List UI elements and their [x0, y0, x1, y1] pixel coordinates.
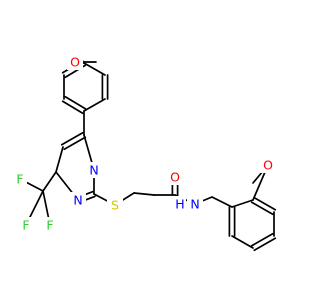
bond-b6-b1 [231, 199, 254, 208]
bond-b5-b6-0 [250, 201, 274, 216]
svg-text:N: N [190, 197, 199, 212]
bond-b3-b4-0 [250, 232, 274, 247]
svg-text:O: O [170, 170, 180, 185]
atom-O1: O [67, 54, 83, 70]
atom-F3: F [43, 217, 57, 233]
bond-a3-a4 [83, 98, 106, 112]
atom-NH: N [187, 196, 203, 212]
bond-b5-b6-1 [253, 196, 277, 211]
bond-a5-a6 [83, 62, 106, 76]
bond-c4-c5-0 [63, 136, 87, 151]
svg-text:O: O [263, 158, 273, 173]
bond-c5-c6 [55, 146, 64, 173]
atom-N1: N [86, 162, 102, 178]
svg-text:F: F [22, 218, 29, 233]
bond-ch1-ch2 [133, 192, 155, 196]
atom-F2: F [19, 217, 33, 233]
atom-labels: O N N S O N H O F F F [13, 54, 276, 233]
bond-a2-a3-0 [64, 95, 87, 110]
molecule-structure-diagram: O N N S O N H O F F F [13, 54, 277, 252]
atom-S1: S [107, 197, 123, 213]
svg-text:S: S [111, 198, 119, 213]
bond-c4-c5-1 [60, 131, 84, 146]
svg-text:N: N [73, 193, 82, 208]
atom-O3: O [260, 157, 276, 173]
bond-ch3-b1 [211, 196, 233, 208]
bond-b3-b4-1 [253, 237, 277, 252]
bond-c6-cf [42, 171, 57, 192]
atom-F1: F [13, 171, 27, 187]
bond-lines [19, 59, 277, 252]
bond-a2-a3-1 [61, 100, 84, 115]
atom-O2: O [167, 169, 183, 185]
atom-H1: H [172, 196, 186, 212]
atom-N2: N [70, 192, 86, 208]
svg-text:H: H [175, 197, 184, 212]
svg-text:F: F [46, 218, 53, 233]
svg-text:N: N [89, 163, 98, 178]
svg-text:O: O [70, 55, 80, 70]
svg-text:F: F [16, 172, 23, 187]
bond-b2-b3 [231, 235, 254, 249]
